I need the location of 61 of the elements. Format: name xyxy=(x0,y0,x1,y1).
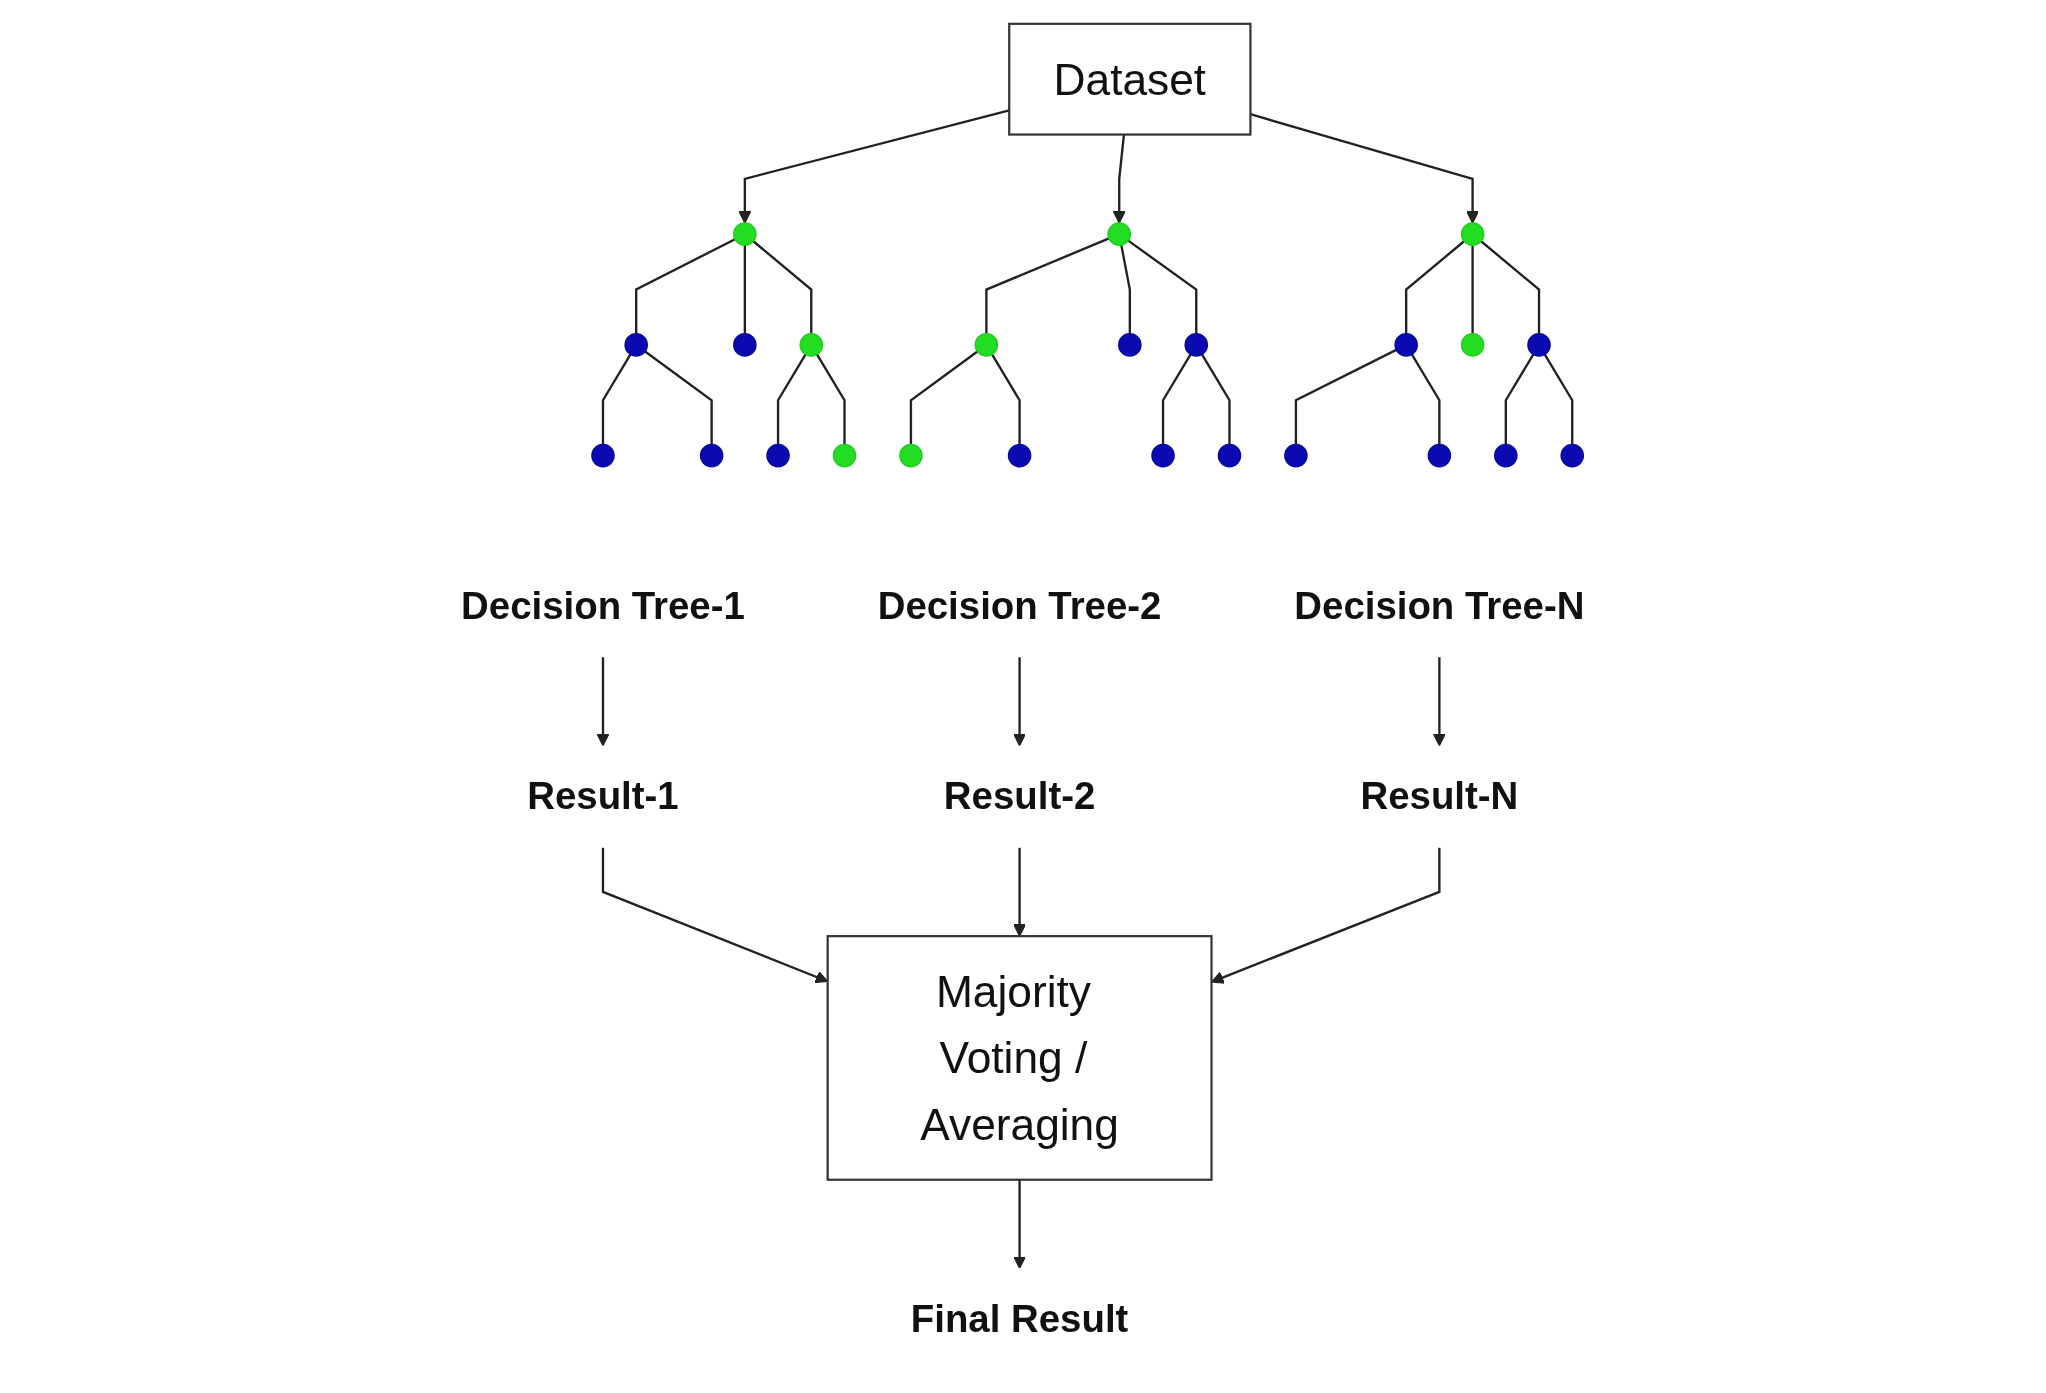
connector xyxy=(991,353,1021,445)
node-text: Result-N xyxy=(1360,773,1519,818)
node-circle xyxy=(1427,443,1452,467)
connector xyxy=(1504,353,1535,445)
arrow xyxy=(1250,112,1480,224)
node-circle xyxy=(974,332,999,357)
node-circle xyxy=(799,332,824,357)
node-circle xyxy=(700,443,724,467)
node-circle xyxy=(624,332,649,357)
node-text: Result-1 xyxy=(527,773,679,818)
connector xyxy=(1162,353,1192,445)
node-circle xyxy=(1184,332,1209,357)
node-circle xyxy=(591,443,615,467)
arrow xyxy=(738,108,1010,224)
node-circle xyxy=(1107,221,1132,246)
node-text: Result-2 xyxy=(944,773,1096,818)
connector xyxy=(1471,244,1474,334)
node-circle xyxy=(832,443,857,467)
node-circle xyxy=(1118,332,1142,357)
connector xyxy=(752,239,813,334)
connector xyxy=(602,353,632,445)
node-text: Decision Tree-N xyxy=(1294,582,1585,628)
arrow xyxy=(1013,656,1027,746)
node-text: Final Result xyxy=(911,1295,1129,1341)
node-circle xyxy=(1008,443,1032,467)
arrow xyxy=(596,656,610,746)
connector xyxy=(635,237,736,334)
connector xyxy=(777,353,807,445)
node-circle xyxy=(1284,443,1308,467)
connector xyxy=(1480,239,1541,334)
node-circle xyxy=(1461,332,1485,357)
connector xyxy=(743,244,747,334)
node-circle xyxy=(1394,332,1419,357)
node-circle xyxy=(766,443,791,467)
node-circle xyxy=(733,332,757,357)
node-text: Decision Tree-2 xyxy=(877,582,1162,628)
connector xyxy=(910,350,979,445)
connector xyxy=(644,350,714,445)
node-circle xyxy=(1151,443,1176,467)
connector xyxy=(816,353,846,445)
connector xyxy=(1405,239,1466,334)
node-circle xyxy=(1217,443,1242,467)
connector xyxy=(985,236,1110,334)
node-circle xyxy=(733,221,757,246)
arrow xyxy=(1211,847,1441,984)
node-circle xyxy=(1494,443,1518,467)
node-circle xyxy=(1461,221,1485,246)
connector xyxy=(1201,353,1231,445)
connector xyxy=(1120,244,1132,334)
node-circle xyxy=(1527,332,1552,357)
connector xyxy=(1411,353,1441,445)
node-circle xyxy=(899,443,923,467)
node-text: Decision Tree-1 xyxy=(461,582,746,628)
connector xyxy=(1127,239,1198,334)
connector xyxy=(1294,348,1398,445)
arrow xyxy=(1013,1179,1027,1269)
node-box: Majority Voting / Averaging xyxy=(826,934,1213,1181)
node-box: Dataset xyxy=(1008,22,1252,136)
arrow xyxy=(1433,656,1447,746)
node-circle xyxy=(1560,443,1585,467)
connector xyxy=(1543,353,1574,445)
